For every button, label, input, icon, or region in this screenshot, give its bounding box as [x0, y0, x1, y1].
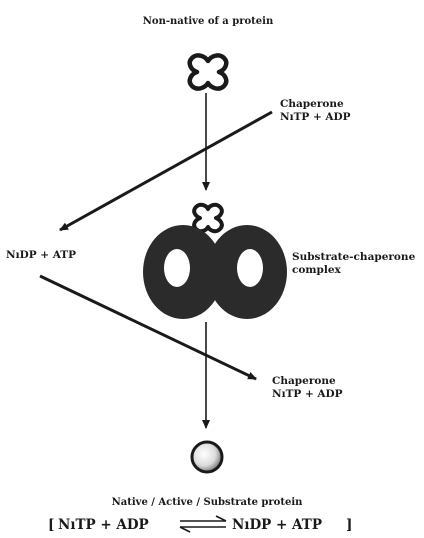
equation-open-bracket: [	[48, 517, 54, 533]
native-protein-label: Native / Active / Substrate protein	[112, 497, 304, 508]
complex-label: Substrate-chaperone complex	[292, 251, 419, 276]
unfolded-protein-icon	[190, 55, 227, 88]
chaperone-out-label: Chaperone NıTP + ADP	[272, 375, 343, 400]
chaperone-out-line1: Chaperone	[272, 375, 336, 387]
equilibrium-equation: [ NıTP + ADP NıDP + ATP ]	[48, 516, 352, 533]
substrate-chaperone-complex-icon	[143, 205, 287, 319]
equilibrium-arrows-icon	[180, 516, 226, 532]
chaperone-in-line1: Chaperone	[280, 98, 344, 110]
equation-left-side: NıTP + ADP	[58, 517, 149, 533]
native-protein-icon	[192, 442, 222, 472]
nidp-atp-label: NıDP + ATP	[6, 249, 76, 261]
top-label: Non-native of a protein	[143, 16, 274, 27]
complex-label-line1: Substrate-chaperone	[292, 251, 416, 263]
chaperone-in-line2: NıTP + ADP	[280, 111, 351, 123]
chaperone-out-line2: NıTP + ADP	[272, 388, 343, 400]
equation-close-bracket: ]	[346, 517, 352, 533]
chaperone-in-label: Chaperone NıTP + ADP	[280, 98, 351, 123]
equation-right-side: NıDP + ATP	[232, 517, 322, 533]
arrow-chaperone-entry	[60, 112, 272, 230]
complex-label-line2: complex	[292, 264, 342, 276]
